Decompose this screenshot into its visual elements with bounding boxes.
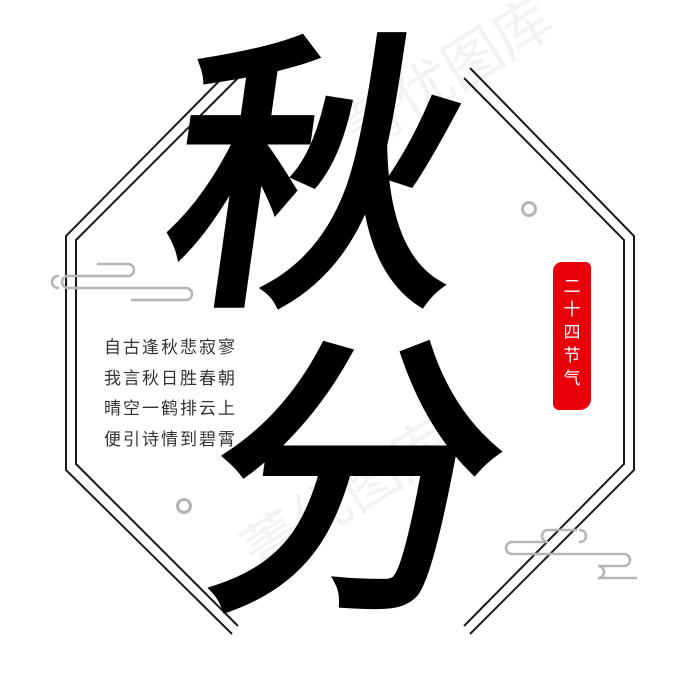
poem-line: 我言秋日胜春朝	[104, 368, 237, 389]
poem-line: 便引诗情到碧霄	[104, 429, 237, 450]
cloud-ornament-right	[504, 528, 638, 580]
ring-ornament-bottom-left	[176, 498, 192, 514]
title-char-equinox: 分	[188, 313, 526, 653]
frame-outer-left	[65, 67, 233, 635]
frame-inner-right	[463, 77, 625, 627]
cloud-ornament-left	[50, 262, 194, 302]
poem-block: 自古逢秋悲寂寥 我言秋日胜春朝 晴空一鹤排云上 便引诗情到碧霄	[104, 333, 237, 455]
title-char-autumn: 秋	[148, 9, 486, 349]
frame-inner-left	[75, 77, 239, 627]
seal-char: 四	[563, 323, 581, 343]
seal-char: 十	[563, 300, 581, 320]
red-seal-stamp: 二 十 四 节 气	[553, 262, 591, 410]
frame-outer-right	[469, 67, 635, 635]
poem-line: 晴空一鹤排云上	[104, 399, 237, 419]
ring-ornament-top-right	[521, 201, 537, 217]
poem-line: 自古逢秋悲寂寥	[104, 338, 237, 358]
seal-text: 二 十 四 节 气	[553, 276, 591, 391]
seal-char: 二	[563, 277, 581, 297]
seal-char: 气	[563, 369, 581, 389]
seal-char: 节	[563, 346, 581, 366]
